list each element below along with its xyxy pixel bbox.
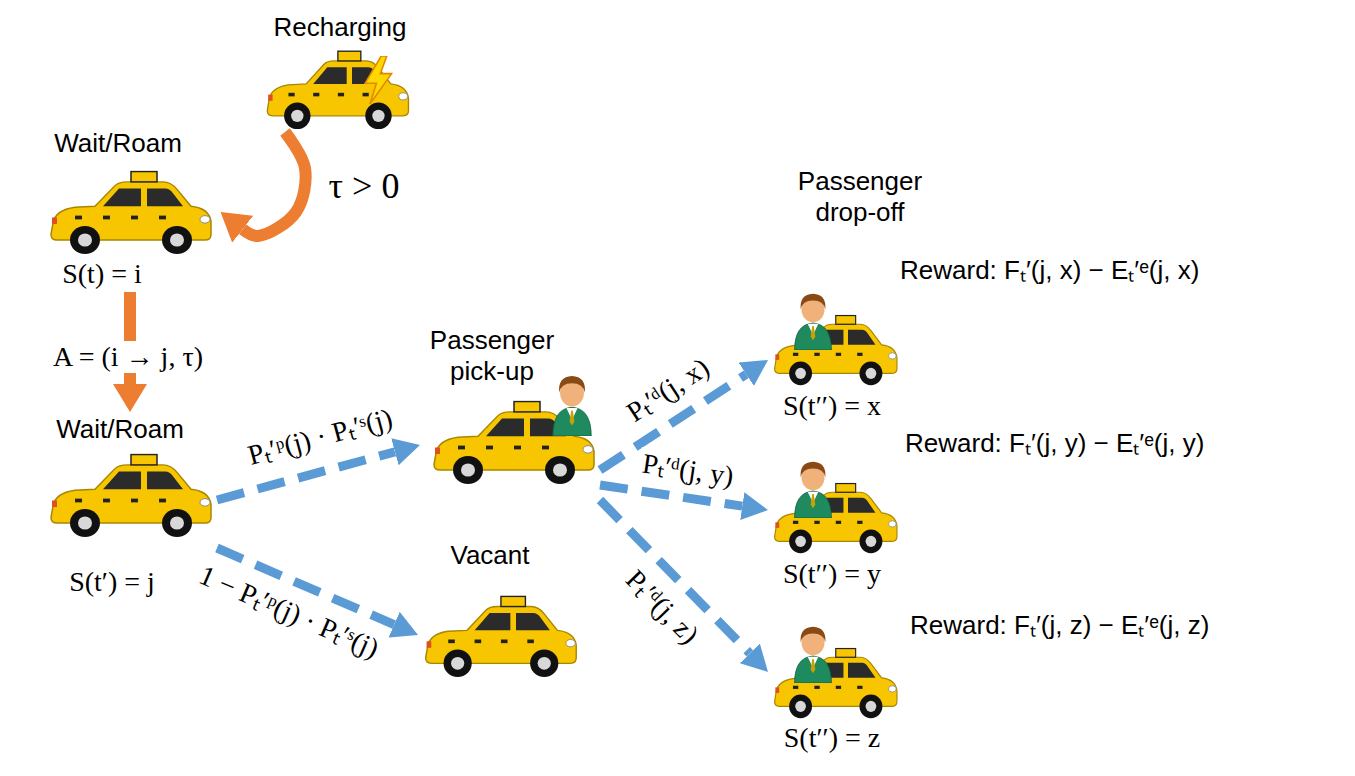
transition-arrow bbox=[217, 452, 395, 500]
taxi-state-node: Reward: Fₜ′(j, z) − Eₜ′ᵉ(j, z) S(t′′) = z bbox=[768, 608, 1211, 756]
node-text: S(t′′) = z bbox=[784, 722, 880, 754]
taxi-car-icon bbox=[45, 165, 215, 255]
edge-label-holder: Pₜ′ᵈ(j, z) bbox=[617, 561, 707, 652]
taxi-car-icon bbox=[420, 590, 580, 678]
node-text: S(t′′) = x bbox=[783, 390, 881, 422]
text-holder: S(t′′) = z bbox=[784, 722, 880, 754]
text-holder: S(t′′) = y bbox=[783, 558, 881, 590]
passenger-icon bbox=[790, 290, 836, 350]
text-holder: Recharging bbox=[274, 12, 407, 43]
transition-probability-label: Pₜ′ᵖ(j) · Pₜ′ˢ(j) bbox=[241, 401, 398, 472]
taxi-car-icon bbox=[770, 478, 900, 554]
taxi-state-node: Vacant bbox=[418, 538, 582, 680]
taxi-car-icon bbox=[262, 45, 412, 130]
transition-probability-label: τ > 0 bbox=[326, 166, 403, 206]
taxi-state-node: Wait/RoamS(t) = i bbox=[43, 126, 217, 292]
node-text: S(t′′) = y bbox=[783, 558, 881, 590]
passenger-icon bbox=[790, 458, 836, 518]
transition-probability-label: 1 − Pₜ′ᵖ(j) · Pₜ′ˢ(j) bbox=[192, 558, 386, 666]
node-text: S(t′) = j bbox=[69, 566, 155, 598]
passenger-icon bbox=[548, 372, 596, 436]
transition-probability-label: Pₜ′ᵈ(j, z) bbox=[617, 561, 707, 652]
node-text: S(t) = i bbox=[62, 258, 142, 290]
taxi-car-icon bbox=[770, 310, 900, 386]
transition-probability-label: A = (i → j, τ) bbox=[50, 341, 206, 373]
edge-label-holder: A = (i → j, τ) bbox=[50, 341, 206, 373]
text-holder: Passenger drop-off bbox=[790, 166, 930, 228]
text-holder: Reward: Fₜ′(j, y) − Eₜ′ᵉ(j, y) bbox=[905, 428, 1204, 459]
text-holder: S(t′) = j bbox=[69, 566, 155, 598]
transition-arrow bbox=[600, 500, 750, 653]
text-holder: S(t) = i bbox=[62, 258, 142, 290]
taxi-state-node: Passenger pick-up bbox=[420, 323, 600, 487]
edge-label-holder: Pₜ′ᵖ(j) · Pₜ′ˢ(j) bbox=[241, 401, 398, 472]
node-text: Reward: Fₜ′(j, y) − Eₜ′ᵉ(j, y) bbox=[905, 428, 1204, 459]
edge-label-holder: Pₜ′ᵈ(j, x) bbox=[618, 350, 717, 430]
node-text: Passenger drop-off bbox=[790, 166, 930, 228]
taxi-car-icon bbox=[45, 448, 215, 538]
text-holder: Reward: Fₜ′(j, x) − Eₜ′ᵉ(j, x) bbox=[900, 255, 1199, 286]
text-holder: Wait/Roam bbox=[54, 128, 182, 159]
lightning-bolt-icon bbox=[362, 56, 394, 104]
node-text: Wait/Roam bbox=[54, 128, 182, 159]
taxi-state-node: Passenger drop-offReward: Fₜ′(j, x) − Eₜ… bbox=[768, 164, 1201, 424]
transition-probability-label: Pₜ′ᵈ(j, y) bbox=[637, 447, 738, 493]
taxi-state-node: Wait/RoamS(t′) = j bbox=[43, 412, 217, 600]
taxi-car-icon bbox=[770, 643, 900, 719]
taxi-state-node: Reward: Fₜ′(j, y) − Eₜ′ᵉ(j, y) S(t′′) = y bbox=[768, 426, 1206, 592]
passenger-icon bbox=[790, 623, 836, 683]
node-text: Reward: Fₜ′(j, x) − Eₜ′ᵉ(j, x) bbox=[900, 255, 1199, 286]
node-text: Recharging bbox=[274, 12, 407, 43]
text-holder: S(t′′) = x bbox=[783, 390, 881, 422]
text-holder: Vacant bbox=[450, 540, 529, 571]
node-text: Reward: Fₜ′(j, z) − Eₜ′ᵉ(j, z) bbox=[910, 610, 1209, 641]
text-holder: Wait/Roam bbox=[56, 414, 184, 445]
node-text: Vacant bbox=[450, 540, 529, 571]
node-text: Wait/Roam bbox=[56, 414, 184, 445]
transition-arrow bbox=[243, 132, 306, 236]
text-holder: Reward: Fₜ′(j, z) − Eₜ′ᵉ(j, z) bbox=[910, 610, 1209, 641]
transition-probability-label: Pₜ′ᵈ(j, x) bbox=[618, 350, 717, 430]
text-holder: Passenger pick-up bbox=[422, 325, 562, 387]
edge-label-holder: Pₜ′ᵈ(j, y) bbox=[637, 447, 738, 493]
node-text: Passenger pick-up bbox=[422, 325, 562, 387]
edge-label-holder: 1 − Pₜ′ᵖ(j) · Pₜ′ˢ(j) bbox=[192, 558, 386, 666]
taxi-state-node: Recharging bbox=[260, 10, 414, 132]
edge-label-holder: τ > 0 bbox=[326, 166, 403, 206]
